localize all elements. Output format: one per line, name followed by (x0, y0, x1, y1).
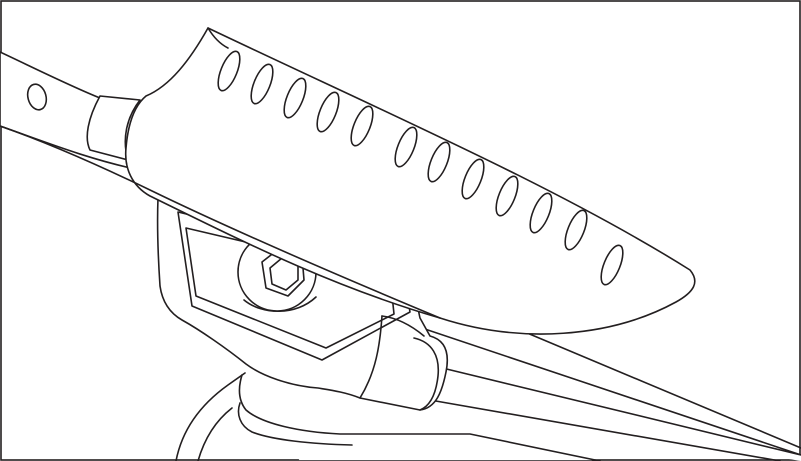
blade-hole (316, 91, 340, 133)
blade-hole (564, 209, 588, 251)
blade-hole (250, 63, 274, 105)
blade-hole (283, 77, 307, 119)
blade-hole (461, 158, 485, 200)
blade-hole (217, 50, 241, 92)
knife-handle (0, 51, 151, 171)
blade-hole (600, 244, 624, 286)
knife-blade (0, 27, 696, 335)
blade-hole (427, 141, 451, 183)
guide-rods (391, 317, 801, 461)
blade-hole (495, 175, 519, 217)
handle-rivet (26, 83, 48, 111)
sharpener-base (175, 372, 601, 461)
blade-holes (217, 50, 624, 286)
blade-hole (394, 126, 418, 168)
blade-hole (350, 105, 374, 147)
blade-hole (529, 192, 553, 234)
